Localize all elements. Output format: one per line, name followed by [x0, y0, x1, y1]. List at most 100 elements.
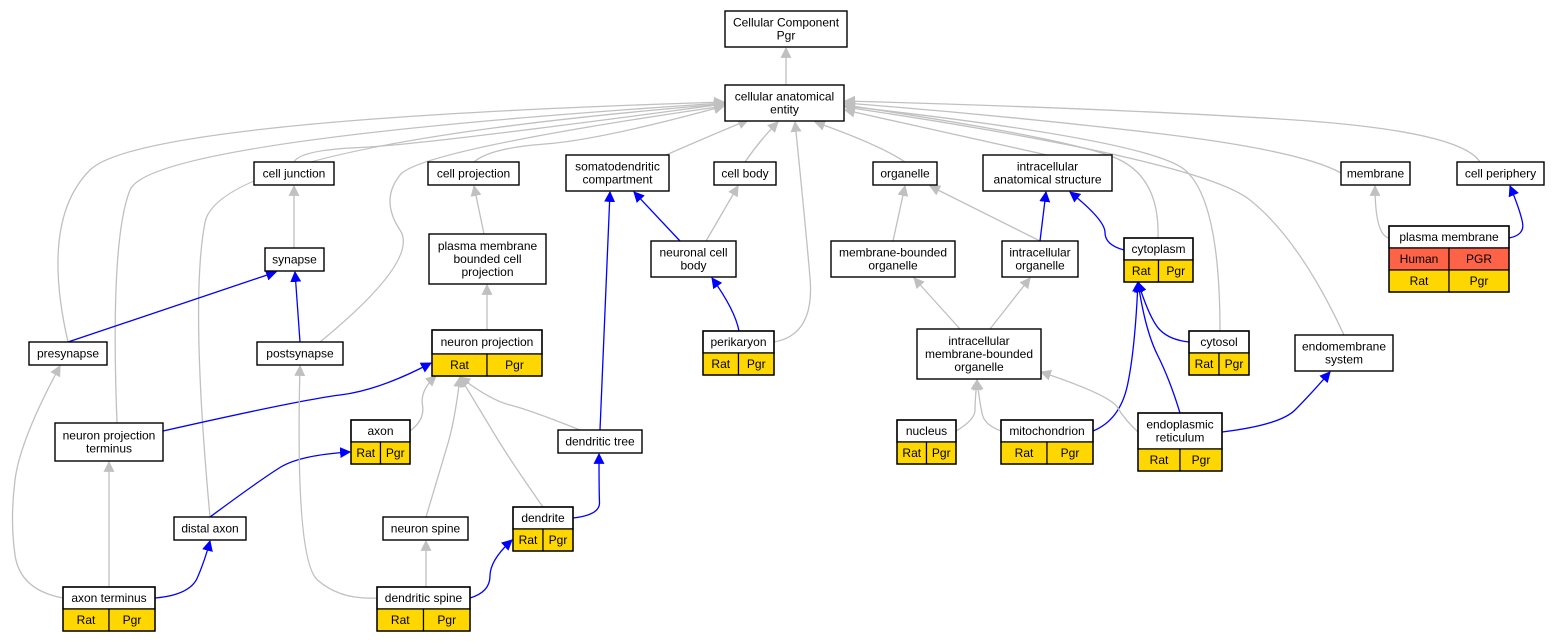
node-cytoplasm-species-cell: Rat — [1123, 259, 1160, 283]
edge-imbo-to-intra-organelle — [989, 277, 1031, 330]
node-somatodendritic-label: somatodendritic — [575, 160, 660, 174]
node-neuron-projection-cell-text: Rat — [450, 358, 469, 372]
edge-cytosol-to-cytoplasm — [1135, 280, 1190, 343]
node-cell-junction-box — [253, 161, 335, 186]
node-cell-periphery-label: cell periphery — [1465, 167, 1536, 181]
node-er-cell-text: Rat — [1150, 453, 1169, 467]
node-neuron-projection-species-cell: Rat — [431, 353, 488, 377]
node-organelle[interactable]: organelle — [872, 161, 938, 186]
edge-cell-body-to-cae — [744, 121, 779, 163]
node-imbo-label: organelle — [954, 360, 1004, 374]
node-neuron-projection-outline — [431, 329, 543, 377]
node-presynapse[interactable]: presynapse — [28, 341, 108, 366]
edge-er-to-cytoplasm — [1133, 280, 1181, 414]
node-er-outline — [1137, 412, 1223, 472]
edge-cytosol-to-cae — [843, 101, 1221, 332]
node-neuron-spine-box — [382, 516, 469, 541]
node-imbo-label: membrane-bounded — [925, 347, 1033, 361]
node-neuron-spine[interactable]: neuron spine — [382, 516, 469, 541]
node-er-cell-text: Pgr — [1192, 453, 1211, 467]
node-perikaryon-cell-text: Rat — [711, 357, 730, 371]
node-imbo-label: intracellular — [948, 334, 1009, 348]
node-dendritic-spine-species-cell: Rat — [376, 608, 425, 632]
node-presynapse-label: presynapse — [37, 347, 99, 361]
node-plasma-membrane-label: plasma membrane — [1399, 230, 1499, 244]
edge-cell-periphery-to-cae — [843, 95, 1481, 163]
node-axon-gene-cell: Pgr — [379, 441, 411, 465]
node-perikaryon-species-cell: Rat — [702, 352, 740, 376]
node-synapse[interactable]: synapse — [264, 247, 325, 272]
node-dendritic-spine-cell-text: Pgr — [437, 613, 456, 627]
edge-dendrite-to-dendritic-tree — [572, 452, 605, 519]
node-distal-axon-box — [173, 516, 247, 541]
node-cae-label: entity — [770, 103, 799, 117]
node-cell-body[interactable]: cell body — [713, 161, 777, 186]
node-plasma-membrane-gene-cell: PGR — [1448, 247, 1510, 271]
node-intra-organelle-label: intracellular — [1009, 246, 1070, 260]
node-nucleus-cell-text: Rat — [902, 446, 921, 460]
node-cell-periphery[interactable]: cell periphery — [1456, 161, 1545, 186]
node-dendritic-tree[interactable]: dendritic tree — [557, 429, 643, 454]
node-mitochondrion-gene-cell: Pgr — [1046, 441, 1094, 465]
node-intra-organelle-box — [1001, 240, 1079, 278]
node-axon-outline — [350, 419, 411, 465]
node-dendritic-spine-label: dendritic spine — [385, 591, 463, 605]
node-ias-label: anatomical structure — [993, 173, 1101, 187]
node-dendrite-gene-cell: Pgr — [542, 528, 574, 552]
node-cell-periphery-box — [1456, 161, 1545, 186]
node-neuron-projection-cell-text: Pgr — [505, 358, 524, 372]
edge-perikaryon-to-cae — [773, 120, 812, 343]
edge-neuronal-cell-body-to-cell-body — [705, 185, 739, 242]
node-synapse-label: synapse — [272, 253, 317, 267]
node-distal-axon-label: distal axon — [181, 522, 238, 536]
node-cell-projection[interactable]: cell projection — [427, 161, 520, 186]
node-dendrite-label: dendrite — [521, 511, 565, 525]
node-distal-axon[interactable]: distal axon — [173, 516, 247, 541]
node-mitochondrion-species-cell: Rat — [1000, 441, 1048, 465]
edge-plasma-membrane-to-cell-periphery — [1508, 184, 1524, 239]
edge-mbo-to-organelle — [892, 184, 909, 242]
edge-neuron-spine-to-neuron-projection — [425, 375, 465, 518]
node-dendrite-cell-text: Rat — [519, 533, 538, 547]
node-cell-body-label: cell body — [721, 167, 768, 181]
node-cytosol-outline — [1188, 330, 1250, 376]
edge-presynapse-to-cae — [57, 96, 726, 343]
node-neuron-projection-gene-cell: Pgr — [486, 353, 543, 377]
node-cell-junction[interactable]: cell junction — [253, 161, 335, 186]
node-neuronal-cell-body-label: neuronal cell — [659, 246, 727, 260]
node-endomembrane-label: endomembrane — [1302, 340, 1386, 354]
node-mitochondrion-outline — [1000, 419, 1094, 465]
node-neuronal-cell-body-label: body — [680, 259, 706, 273]
node-mitochondrion-label: mitochondrion — [1009, 424, 1084, 438]
node-membrane[interactable]: membrane — [1340, 161, 1411, 186]
node-postsynapse[interactable]: postsynapse — [256, 341, 344, 366]
edge-distal-axon-to-axon — [209, 447, 352, 518]
edges-layer — [11, 46, 1524, 599]
node-cytosol-gene-cell: Pgr — [1218, 352, 1250, 376]
node-pmbcp-label: plasma membrane — [438, 239, 538, 253]
node-presynapse-box — [28, 341, 108, 366]
